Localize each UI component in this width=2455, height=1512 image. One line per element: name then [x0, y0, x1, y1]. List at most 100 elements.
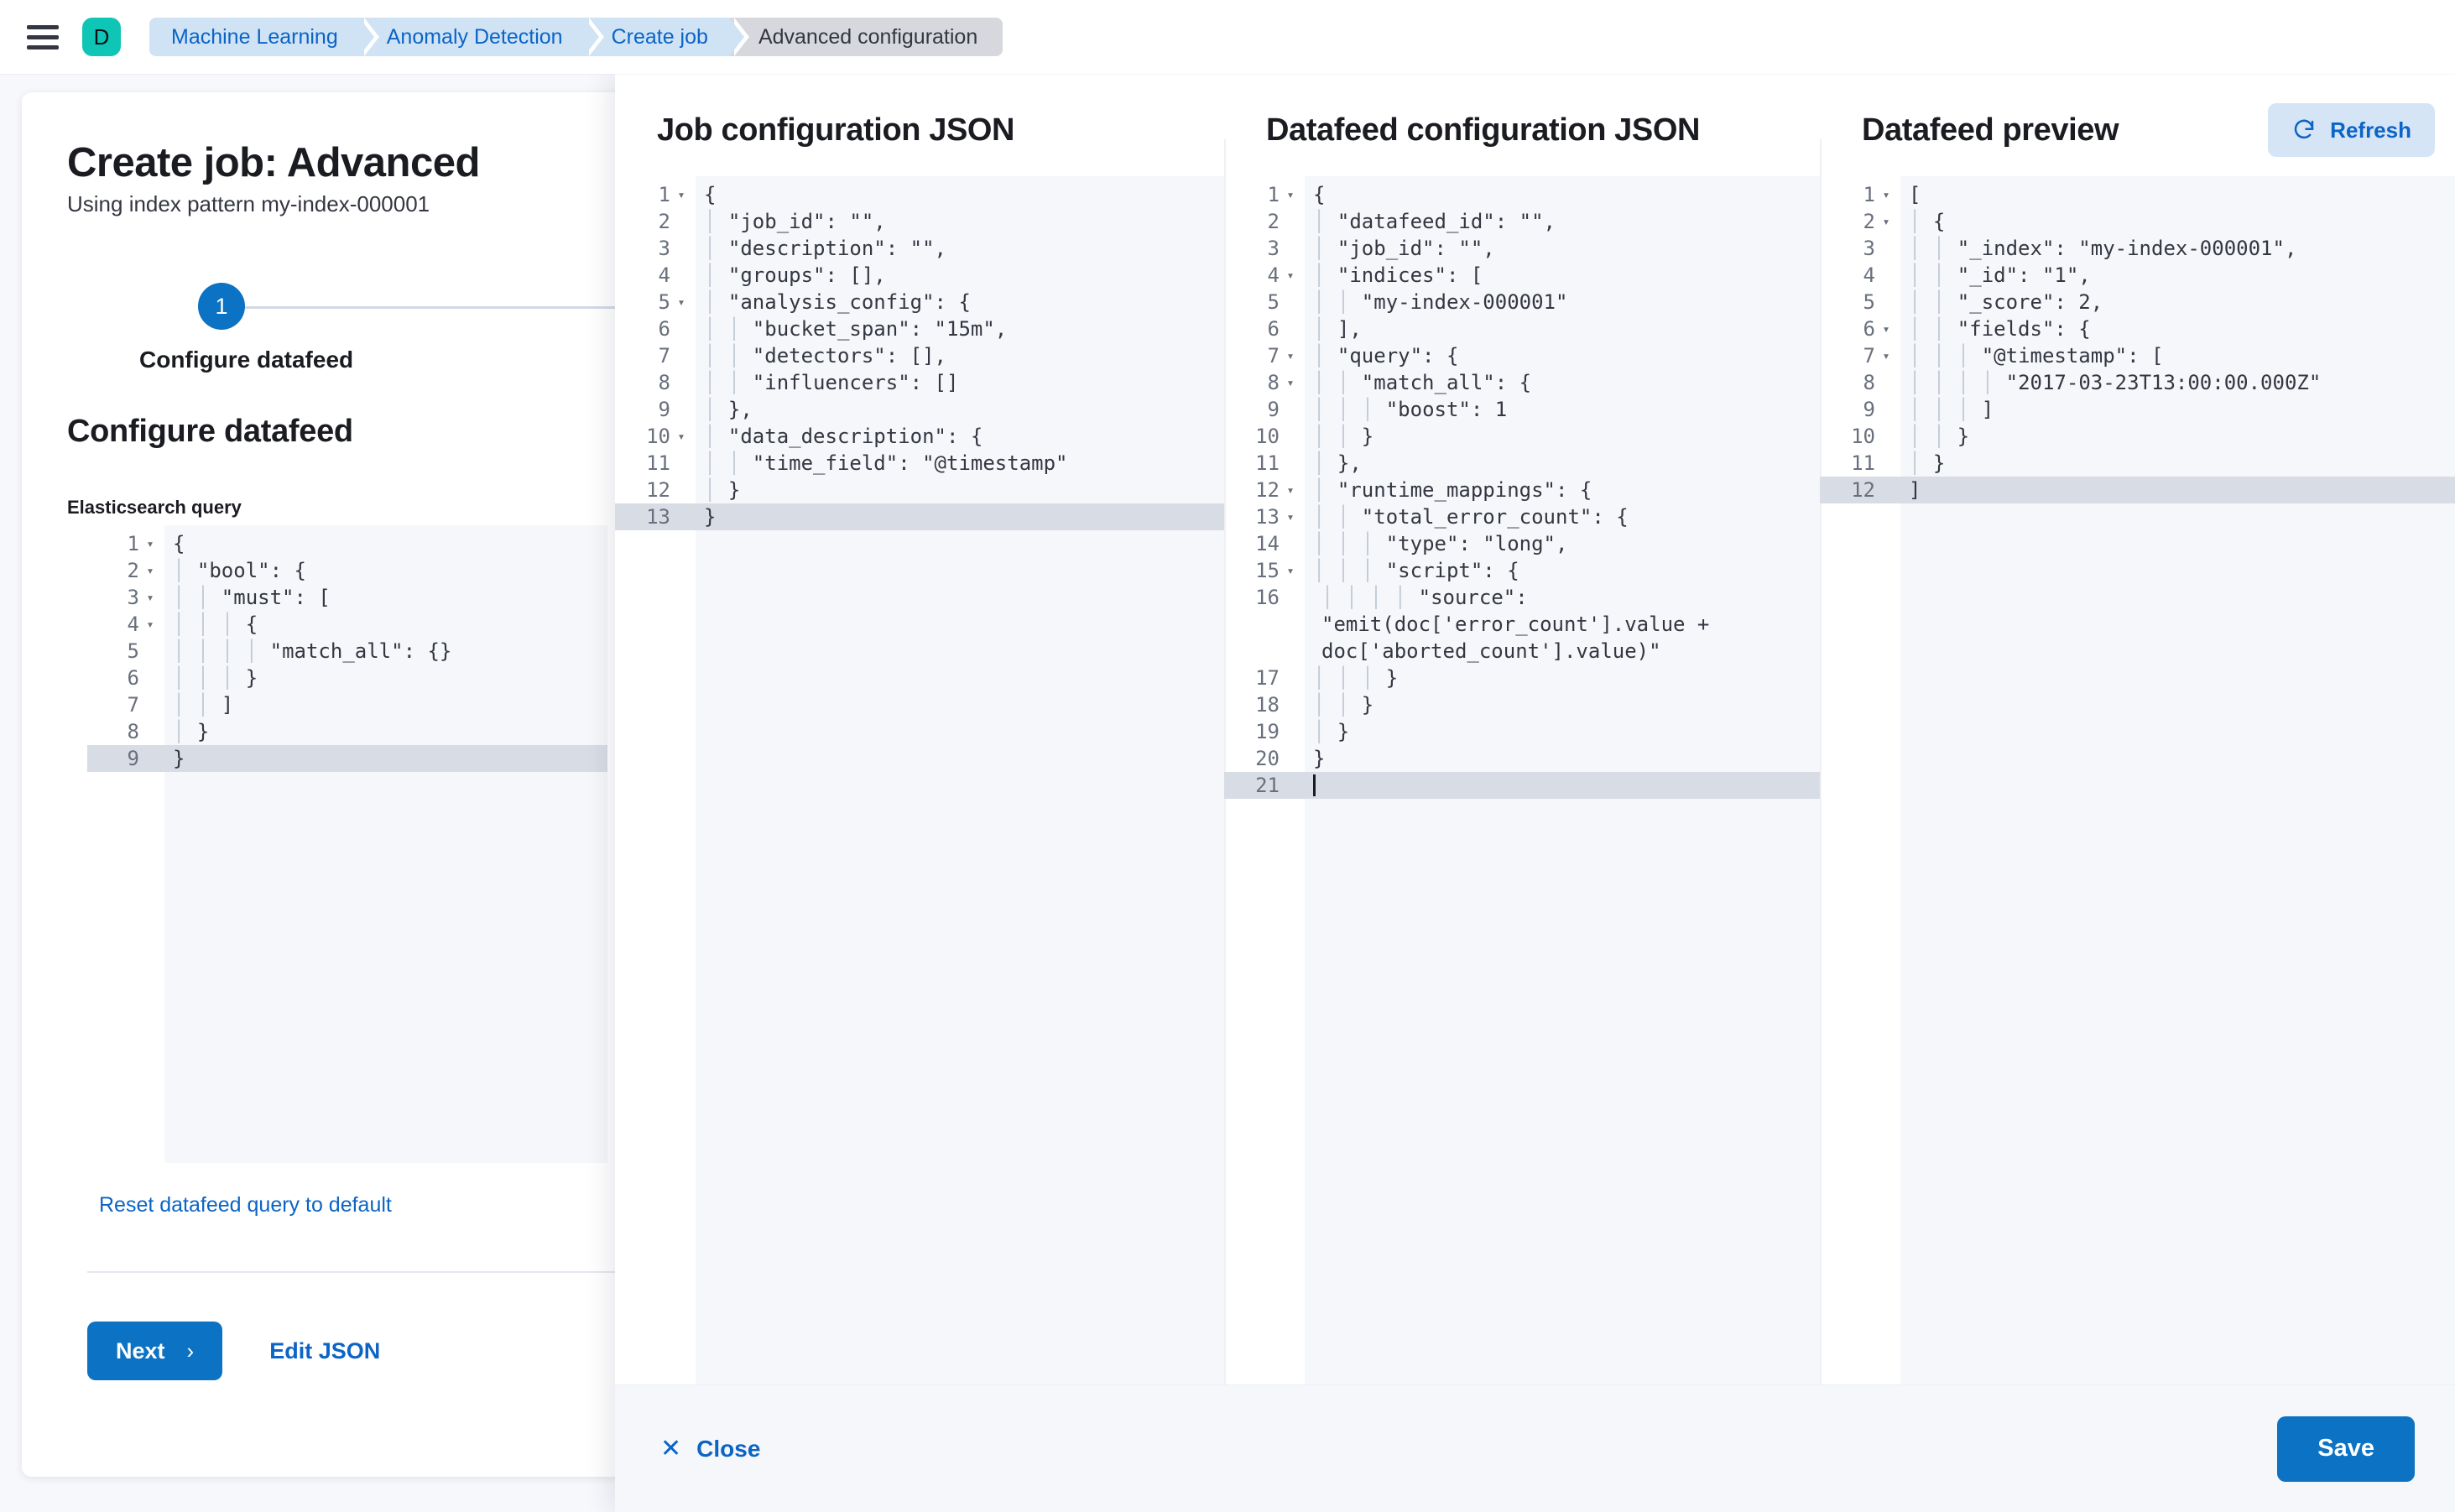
editor-line-number: 10▾	[615, 423, 696, 450]
editor-code-line[interactable]: │ "description": "",	[704, 237, 946, 260]
editor-code-line[interactable]: {	[1313, 183, 1326, 206]
editor-code-line[interactable]: │ │ }	[1313, 425, 1374, 448]
editor-code-line[interactable]: │ "query": {	[1313, 344, 1459, 368]
breadcrumb-item-advanced-configuration[interactable]: Advanced configuration	[729, 18, 1003, 56]
editor-line-number: 3	[1267, 237, 1280, 260]
editor-line-number: 19	[1255, 720, 1280, 743]
editor-line-number: 7	[658, 344, 670, 368]
editor-code-area[interactable]: { │ "datafeed_id": "", │ "job_id": "", │ "i…	[1305, 176, 1820, 1384]
editor-code-line[interactable]: │ "bool": {	[173, 559, 306, 582]
editor-code-line[interactable]: {	[173, 532, 185, 555]
editor-code-line[interactable]: │ │ "_score": 2,	[1909, 290, 2103, 314]
editor-line-number: 11	[646, 451, 670, 475]
avatar[interactable]: D	[82, 18, 121, 56]
editor-code-line[interactable]: }	[164, 745, 607, 772]
editor-code-line[interactable]: │ "analysis_config": {	[704, 290, 971, 314]
editor-line-number: 3	[658, 237, 670, 260]
editor-code-line[interactable]: │ "groups": [],	[704, 263, 886, 287]
next-button[interactable]: Next ›	[87, 1322, 223, 1380]
editor-code-line[interactable]: │ │ │ }	[173, 666, 258, 690]
editor-code-line[interactable]: │ "data_description": {	[704, 425, 983, 448]
editor-code-line[interactable]: │ │ "total_error_count": {	[1313, 505, 1629, 529]
editor-code-area[interactable]: [ │ { │ │ "_index": "my-index-000001", │ │ …	[1900, 176, 2455, 1384]
editor-code-line[interactable]: │ │ "bucket_span": "15m",	[704, 317, 1008, 341]
editor-line-number: 5▾	[615, 289, 696, 315]
hamburger-menu-icon[interactable]	[27, 23, 60, 50]
editor-code-line[interactable]: │ │ │ │ "match_all": {}	[173, 639, 452, 663]
edit-json-link[interactable]: Edit JSON	[269, 1337, 381, 1363]
editor-code-line[interactable]: │ │ "must": [	[173, 586, 331, 609]
fold-arrow-icon: ▾	[146, 617, 154, 632]
editor-code-line[interactable]: │ │ }	[1313, 693, 1374, 717]
editor-code-line[interactable]: │ │ ]	[173, 693, 234, 717]
editor-line-number: 18	[1255, 693, 1280, 717]
editor-code-line[interactable]: {	[704, 183, 717, 206]
editor-code-line[interactable]: │ }	[704, 478, 741, 502]
editor-code-line[interactable]: │ │ │ │ "source": "emit(doc['error_count…	[1321, 586, 1722, 663]
editor-line-number: 1▾	[87, 530, 164, 557]
editor-code-line[interactable]: │ │ │ }	[1313, 666, 1399, 690]
editor-line-number: 5	[1267, 290, 1280, 314]
text-cursor	[1313, 774, 1316, 796]
editor-code-line[interactable]: │ │ │ │ "2017-03-23T13:00:00.000Z"	[1909, 371, 2322, 394]
editor-code-line[interactable]: │ │ "influencers": []	[704, 371, 959, 394]
editor-code-line[interactable]: }	[696, 503, 1224, 530]
close-button[interactable]: ✕ Close	[655, 1435, 765, 1463]
editor-code-line[interactable]: }	[1313, 747, 1326, 770]
editor-code-line[interactable]: │ │ │ "script": {	[1313, 559, 1519, 582]
editor-line-number: 4▾	[1224, 262, 1305, 289]
editor-code-area[interactable]: { │ "bool": { │ │ "must": [ │ │ │ { │ │ │ │ …	[164, 525, 607, 1163]
editor-code-area[interactable]: { │ "job_id": "", │ "description": "", │ "g…	[696, 176, 1224, 1384]
editor-code-line[interactable]: │ │ "match_all": {	[1313, 371, 1532, 394]
refresh-button[interactable]: Refresh	[2268, 103, 2435, 157]
editor-code-line[interactable]: │ │ "time_field": "@timestamp"	[704, 451, 1068, 475]
editor-code-line[interactable]: │ }	[1313, 720, 1350, 743]
editor-code-line[interactable]: ]	[1900, 477, 2455, 503]
save-button[interactable]: Save	[2277, 1416, 2415, 1482]
editor-code-line[interactable]: │ │ │ "boost": 1	[1313, 398, 1508, 421]
editor-code-line[interactable]: │ "job_id": "",	[704, 210, 886, 233]
editor-code-line[interactable]: │ │ "detectors": [],	[704, 344, 946, 368]
editor-line-number: 8	[1863, 371, 1875, 394]
breadcrumb-item-machine-learning[interactable]: Machine Learning	[149, 18, 379, 56]
editor-code-line[interactable]: │ │ "fields": {	[1909, 317, 2091, 341]
editor-code-line[interactable]: │ "runtime_mappings": {	[1313, 478, 1592, 502]
editor-code-line[interactable]: │ },	[1313, 451, 1362, 475]
close-button-label: Close	[696, 1435, 761, 1462]
elasticsearch-query-label: Elasticsearch query	[67, 497, 242, 518]
editor-code-line[interactable]: │ "indices": [	[1313, 263, 1483, 287]
editor-code-line[interactable]: │ }	[173, 720, 210, 743]
editor-code-line[interactable]: │ │ "_index": "my-index-000001",	[1909, 237, 2297, 260]
editor-code-line[interactable]: │ │ "my-index-000001"	[1313, 290, 1568, 314]
editor-code-line[interactable]: │ "job_id": "",	[1313, 237, 1495, 260]
editor-code-line[interactable]: │ {	[1909, 210, 1946, 233]
editor-line-number: 21	[1224, 772, 1305, 799]
editor-code-line[interactable]: │ │ }	[1909, 425, 1970, 448]
editor-line-number: 9	[1863, 398, 1875, 421]
editor-code-line[interactable]: │ │ │ "@timestamp": [	[1909, 344, 2164, 368]
fold-arrow-icon: ▾	[677, 295, 685, 310]
editor-code-line[interactable]: │ }	[1909, 451, 1946, 475]
editor-code-line[interactable]: │ │ "_id": "1",	[1909, 263, 2091, 287]
breadcrumb-item-create-job[interactable]: Create job	[584, 18, 750, 56]
editor-code-line[interactable]: │ "datafeed_id": "",	[1313, 210, 1556, 233]
editor-line-number: 8▾	[1224, 369, 1305, 396]
breadcrumb-item-anomaly-detection[interactable]: Anomaly Detection	[359, 18, 604, 56]
step-indicator-1[interactable]: 1	[198, 283, 245, 330]
editor-line-number: 1▾	[1224, 181, 1305, 208]
editor-code-line[interactable]: │ │ │ "type": "long",	[1313, 532, 1568, 555]
editor-code-line[interactable]: │ ],	[1313, 317, 1362, 341]
column-title: Datafeed configuration JSON	[1266, 112, 1701, 148]
editor-line-number: 5	[127, 639, 139, 663]
reset-datafeed-query-link[interactable]: Reset datafeed query to default	[99, 1193, 392, 1217]
editor-code-line[interactable]	[1305, 772, 1820, 799]
editor-code-line[interactable]: [	[1909, 183, 1921, 206]
editor-code-line[interactable]: │ │ │ {	[173, 613, 258, 636]
editor-code-line[interactable]: │ │ │ ]	[1909, 398, 1994, 421]
editor-code-line[interactable]: │ },	[704, 398, 753, 421]
